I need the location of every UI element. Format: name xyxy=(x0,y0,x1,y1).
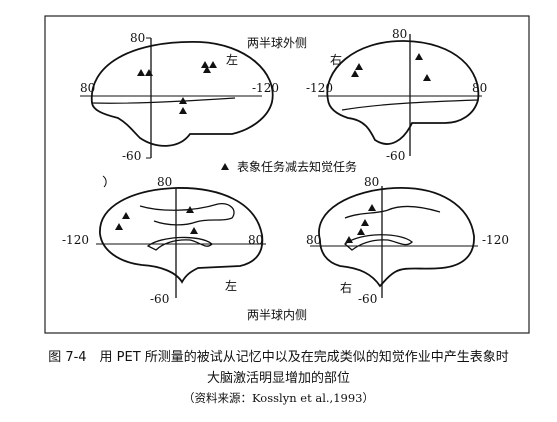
x-left-label: 80 xyxy=(306,233,321,247)
brain-outline-lateral-left xyxy=(90,41,274,147)
activation-marker xyxy=(190,227,198,234)
x-right-label: 80 xyxy=(248,233,263,247)
y-min-label: -60 xyxy=(386,149,405,163)
triangle-icon xyxy=(221,163,229,170)
temporal-line xyxy=(91,97,236,104)
stray-mark xyxy=(102,175,107,188)
lateral-title: 两半球外侧 xyxy=(247,36,307,50)
panel-lateral-right: 80 -60 -120 80 右 xyxy=(306,27,487,163)
x-right-label: -120 xyxy=(482,233,509,247)
x-left-label: 80 xyxy=(80,81,95,95)
figure-caption-line2: 大脑激活明显增加的部位 xyxy=(206,371,350,386)
activation-marker xyxy=(137,69,145,76)
figure-frame xyxy=(44,15,530,334)
figure-source: （资料来源：Kosslyn et al.,1993） xyxy=(183,391,374,405)
y-max-label: 80 xyxy=(364,175,379,189)
y-min-label: -60 xyxy=(150,292,169,306)
panel-medial-right: 80 -60 80 -120 右 xyxy=(306,175,509,306)
brain-outline-lateral-right xyxy=(326,40,480,145)
activation-marker xyxy=(423,74,431,81)
side-label: 右 xyxy=(330,52,342,67)
legend: 表象任务减去知觉任务 xyxy=(221,159,357,174)
activation-marker xyxy=(122,212,130,219)
activation-markers xyxy=(115,206,198,234)
cingulate-sulcus xyxy=(344,205,441,219)
y-max-label: 80 xyxy=(130,31,145,45)
x-left-label: -120 xyxy=(62,233,89,247)
activation-marker xyxy=(361,219,369,226)
panel-lateral-left: 80 -60 80 -120 左 xyxy=(80,31,279,163)
activation-marker xyxy=(209,61,217,68)
activation-marker xyxy=(179,97,187,104)
y-max-label: 80 xyxy=(157,175,172,189)
cingulate-sulcus xyxy=(139,203,235,226)
activation-marker xyxy=(201,61,209,68)
legend-label: 表象任务减去知觉任务 xyxy=(237,159,357,174)
activation-marker xyxy=(355,63,363,70)
activation-marker xyxy=(415,53,423,60)
brain-outline-medial-left xyxy=(99,187,264,284)
corpus-callosum xyxy=(343,234,413,251)
temporal-line xyxy=(341,99,479,111)
side-label: 左 xyxy=(226,52,238,67)
activation-markers xyxy=(137,61,217,114)
medial-title: 两半球内侧 xyxy=(247,308,307,322)
side-label: 右 xyxy=(340,280,352,295)
brain-outline-medial-right xyxy=(318,187,475,288)
activation-marker xyxy=(145,69,153,76)
activation-marker xyxy=(179,107,187,114)
activation-markers xyxy=(345,204,376,243)
panel-medial-left: 80 -60 -120 80 左 xyxy=(62,175,266,306)
side-label: 左 xyxy=(225,278,237,293)
activation-marker xyxy=(368,204,376,211)
figure-caption-line1: 图 7-4 用 PET 所测量的被试从记忆中以及在完成类似的知觉作业中产生表象时 xyxy=(48,350,509,365)
activation-marker xyxy=(345,236,353,243)
activation-marker xyxy=(186,206,194,213)
y-min-label: -60 xyxy=(122,149,141,163)
y-min-label: -60 xyxy=(358,292,377,306)
activation-marker xyxy=(203,66,211,73)
activation-markers xyxy=(351,53,431,81)
activation-marker xyxy=(351,70,359,77)
brain-activation-figure: 两半球外侧 80 -60 80 -120 左 80 -60 -120 80 xyxy=(44,15,530,334)
x-right-label: -120 xyxy=(252,81,279,95)
y-max-label: 80 xyxy=(392,27,407,41)
activation-marker xyxy=(115,223,123,230)
x-right-label: 80 xyxy=(472,81,487,95)
corpus-callosum xyxy=(146,236,213,251)
x-left-label: -120 xyxy=(306,81,333,95)
activation-marker xyxy=(357,228,365,235)
